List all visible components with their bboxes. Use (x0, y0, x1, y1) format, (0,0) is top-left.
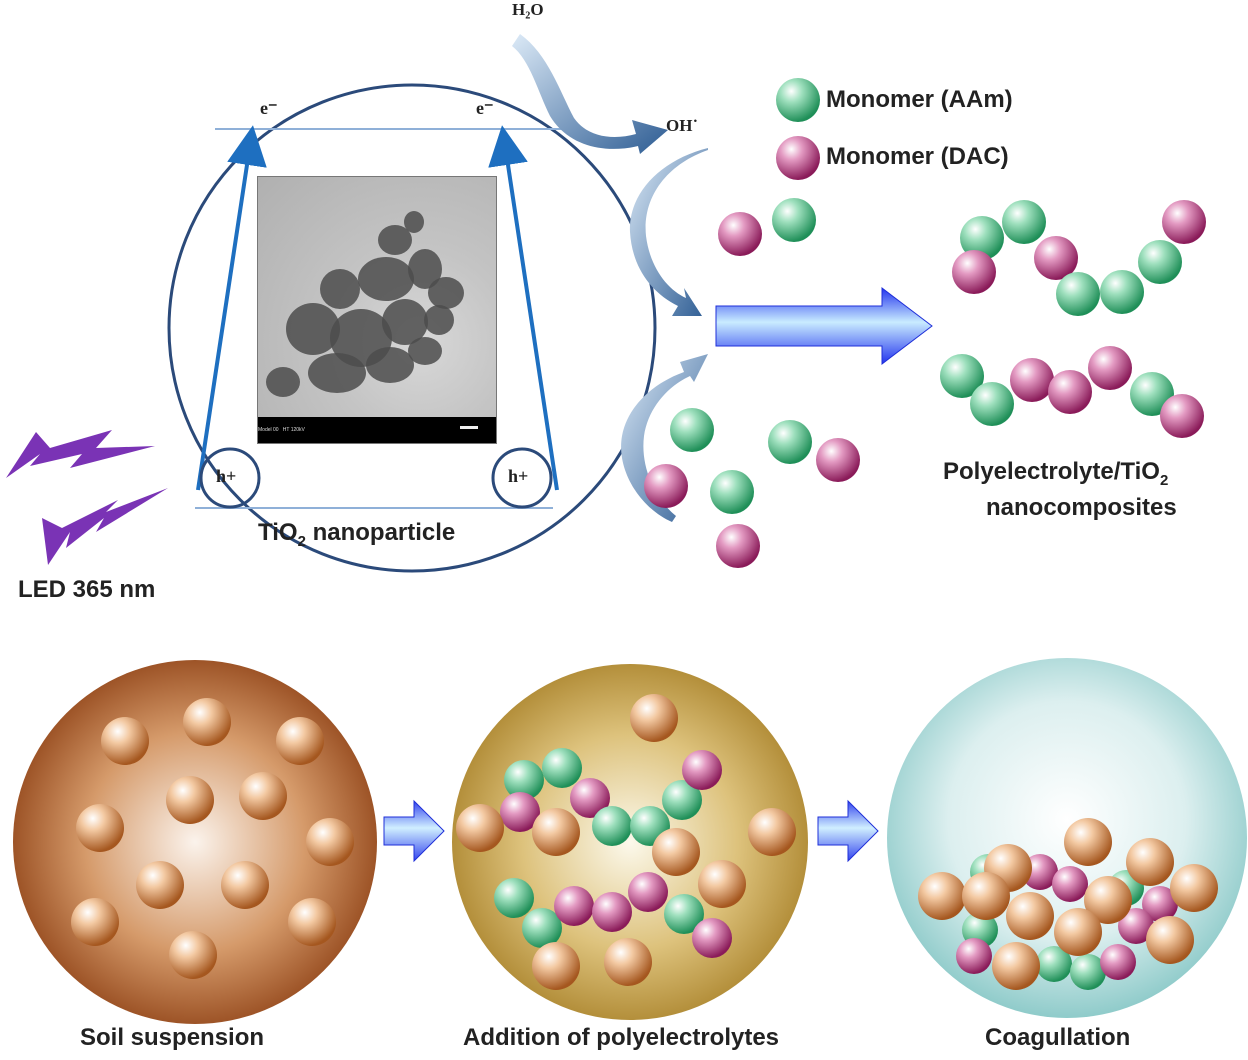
step-coagulation-label: Coagullation (985, 1024, 1131, 1051)
curved-arrow-icon (629, 148, 708, 316)
coagulated-floc (918, 818, 1218, 990)
nanoparticle-outline (167, 83, 657, 573)
block-arrow-icon (715, 286, 933, 366)
monomer-aam (710, 470, 754, 514)
water-label: H₂O (512, 0, 544, 19)
monomer-dac (644, 464, 688, 508)
step-soil-suspension-label: Soil suspension (80, 1024, 265, 1051)
electron-label-left: e⁻ (260, 98, 278, 118)
product-label-text: Polyelectrolyte/TiO (943, 458, 1160, 485)
monomer-aam (768, 420, 812, 464)
step-addition-label: Addition of polyelectrolytes (463, 1024, 780, 1051)
monomer-aam (670, 408, 714, 452)
hole-circle-right (491, 447, 553, 509)
legend-aam-label: Monomer (AAm) (826, 86, 1013, 113)
excitation-arrow-left (196, 125, 267, 491)
monomer-dac (716, 524, 760, 568)
nanoparticle-label-suffix: nanoparticle (305, 519, 456, 546)
hole-label-left: h+ (216, 466, 237, 486)
monomer-dac (816, 438, 860, 482)
nanoparticle-label-subscript: 2 (297, 532, 306, 550)
hole-label-right: h+ (508, 466, 529, 486)
block-arrow-icon (383, 799, 445, 863)
monomer-dac (718, 212, 762, 256)
legend-dac-label: Monomer (DAC) (826, 143, 1009, 170)
product-label-line2: nanocomposites (986, 494, 1177, 521)
block-arrow-icon (817, 799, 879, 863)
light-source-label: LED 365 nm (18, 576, 156, 603)
soil-particles (71, 698, 354, 979)
monomer-aam (772, 198, 816, 242)
electron-label-right: e⁻ (476, 98, 494, 118)
lightning-bolt-icon (6, 430, 155, 478)
tem-micrograph: Model 00 HT 120kV (257, 176, 497, 444)
curved-arrow-icon (621, 354, 708, 522)
polymer-chain (952, 200, 1206, 316)
product-label-subscript: 2 (1159, 471, 1169, 489)
polymer-chain (940, 346, 1204, 438)
excitation-arrow-right (488, 125, 559, 491)
curved-arrow-icon (512, 34, 668, 154)
monomer-dac (776, 136, 820, 180)
nanoparticle-label-prefix: TiO (258, 519, 298, 546)
lightning-bolt-icon (42, 488, 168, 565)
product-label-line1: Polyelectrolyte/TiO2 (943, 458, 1168, 489)
hydroxyl-radical-label: OH˙ (666, 116, 699, 135)
addition-particles (456, 694, 796, 990)
monomer-aam (776, 78, 820, 122)
hole-circle-left (199, 447, 261, 509)
nanoparticle-label: TiO2 nanoparticle (258, 519, 455, 550)
